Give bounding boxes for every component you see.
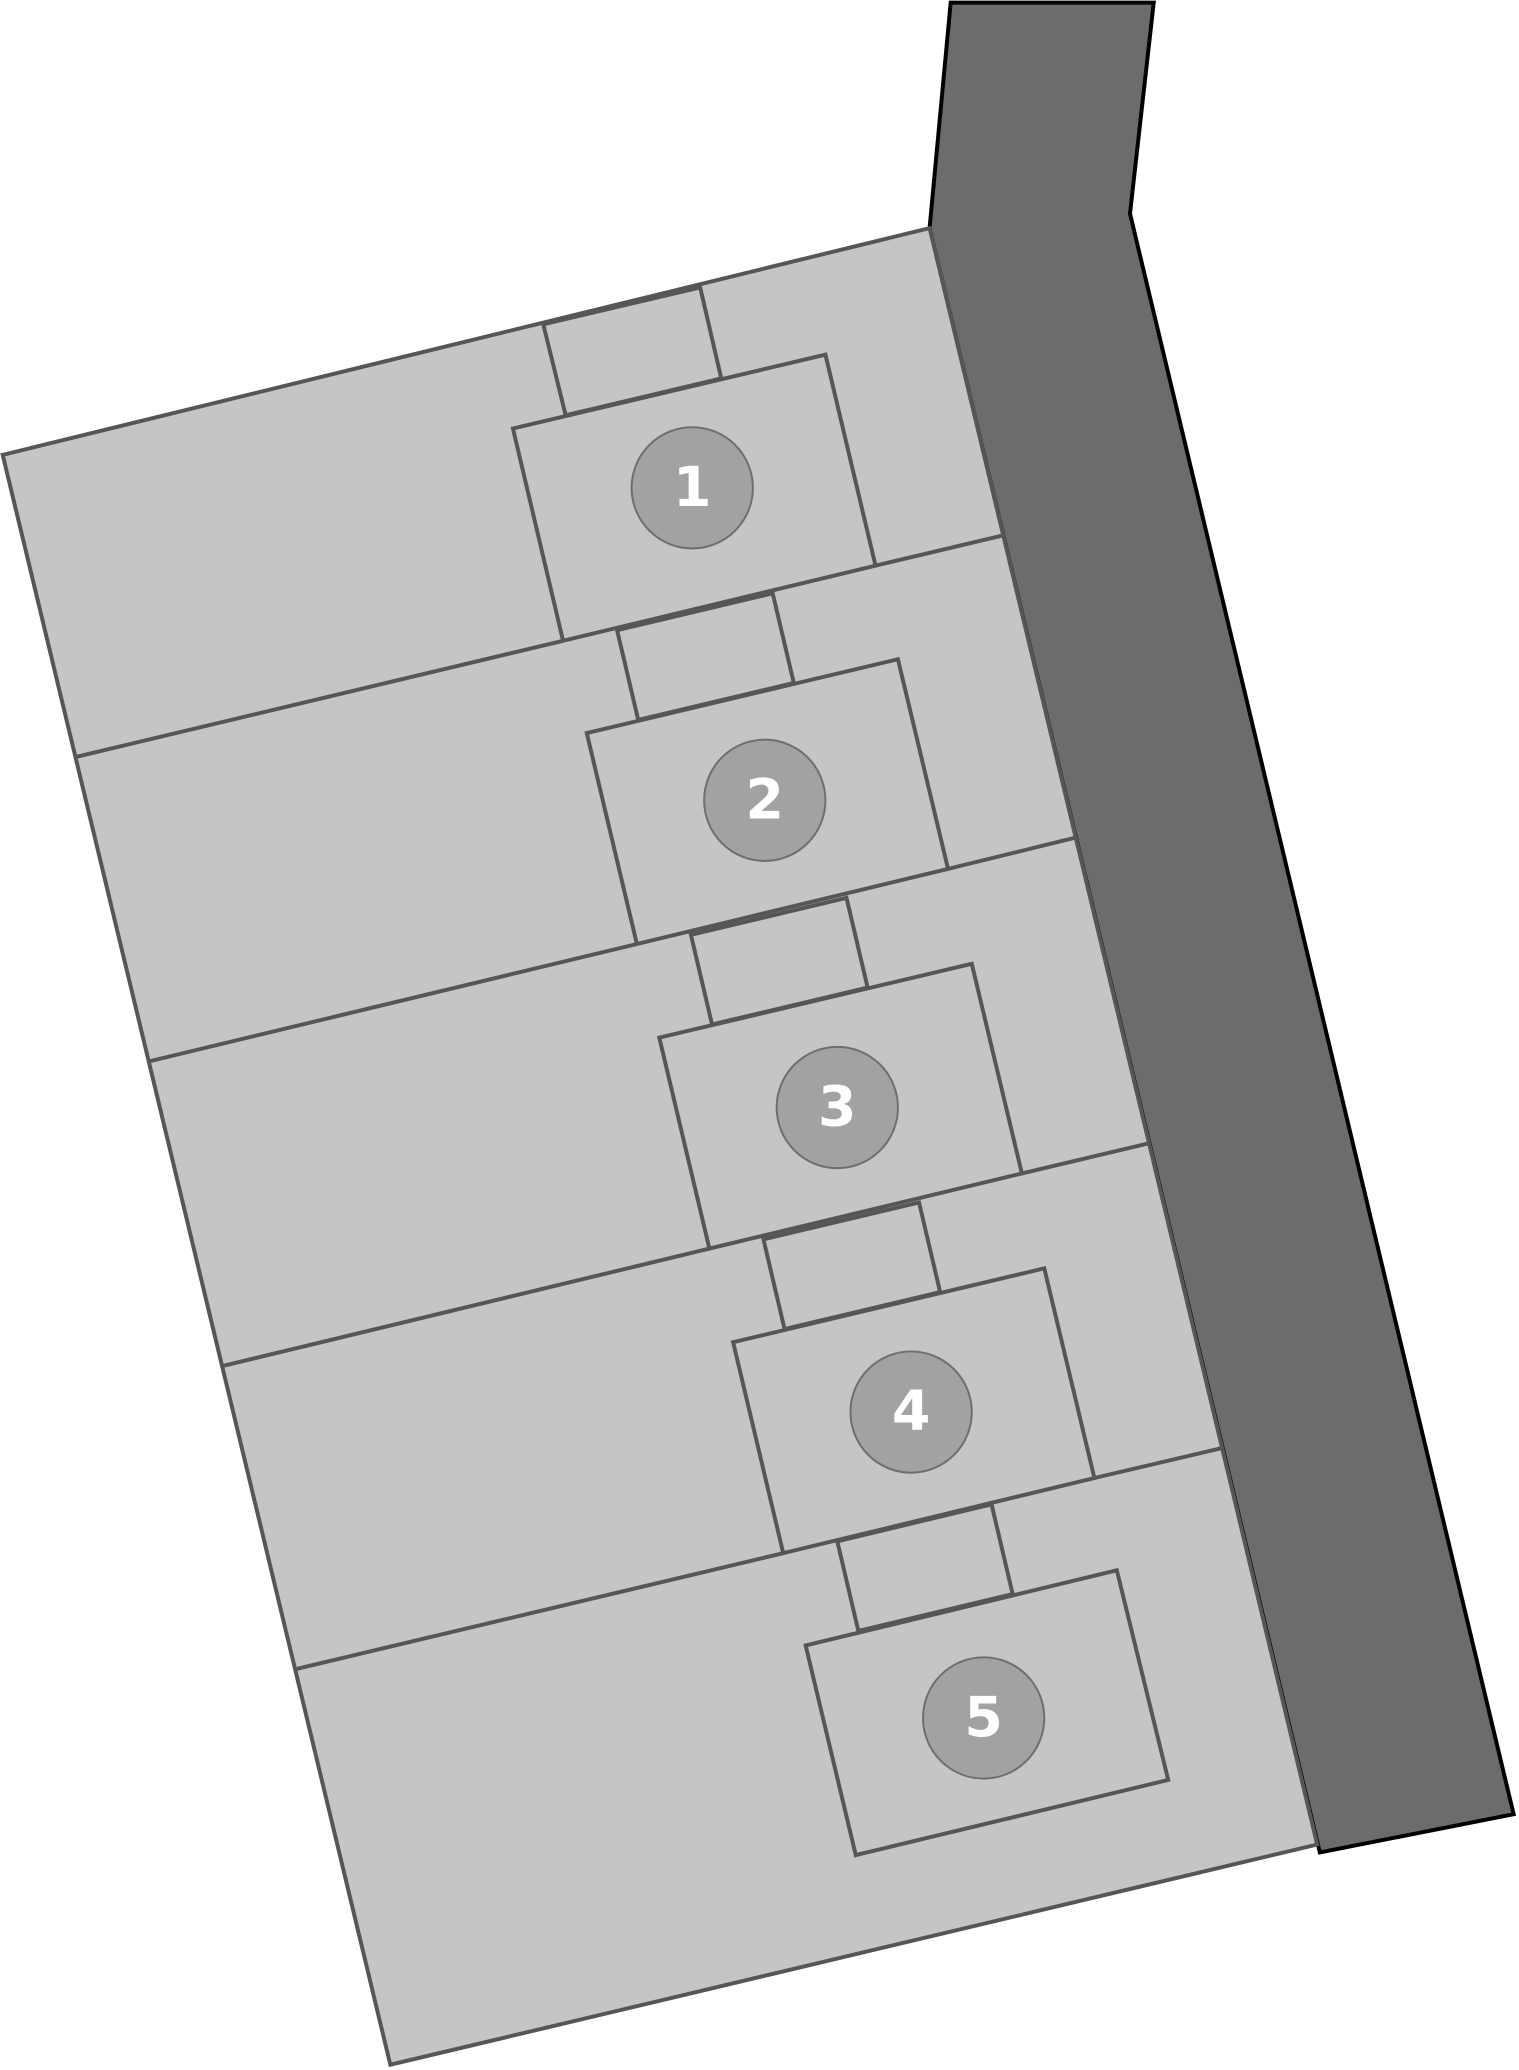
unit-5[interactable]: 5 bbox=[803, 1501, 1171, 1858]
unit-4[interactable]: 4 bbox=[730, 1200, 1097, 1556]
marker-1-label: 1 bbox=[673, 456, 712, 520]
marker-4-label: 4 bbox=[892, 1380, 931, 1444]
marker-3-circle bbox=[775, 1045, 899, 1170]
marker-1-circle bbox=[630, 426, 754, 550]
marker-4-circle bbox=[849, 1350, 973, 1474]
lot-dividers bbox=[76, 533, 1225, 1672]
marker-2-circle bbox=[703, 738, 827, 862]
unit-2[interactable]: 2 bbox=[584, 590, 951, 947]
marker-2-label: 2 bbox=[746, 768, 785, 832]
unit-1[interactable]: 1 bbox=[510, 285, 878, 644]
marker-5-circle bbox=[922, 1656, 1046, 1780]
marker-5-label: 5 bbox=[964, 1686, 1003, 1750]
unit-3[interactable]: 3 bbox=[656, 895, 1025, 1251]
marker-3-label: 3 bbox=[818, 1076, 857, 1140]
